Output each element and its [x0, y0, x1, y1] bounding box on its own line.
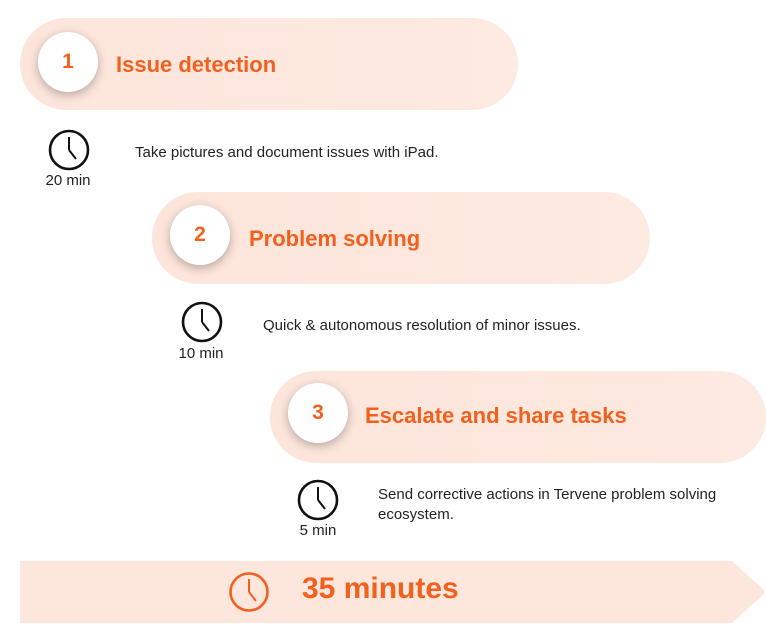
clock-icon [181, 301, 223, 343]
step-2-title: Problem solving [249, 226, 421, 251]
clock-icon [297, 479, 339, 521]
step-3-title: Escalate and share tasks [365, 403, 627, 428]
step-3-description: Send corrective actions in Tervene probl… [378, 486, 717, 523]
step-3-pill [270, 371, 766, 463]
total-banner [20, 561, 766, 623]
step-1-title: Issue detection [116, 52, 277, 77]
step-3-number: 3 [288, 383, 348, 443]
step-2-number: 2 [170, 205, 230, 265]
step-1-number: 1 [38, 32, 98, 92]
step-3-time: 5 min [299, 522, 337, 539]
clock-icon [48, 129, 90, 171]
step-1-pill [20, 18, 518, 110]
step-2-description: Quick & autonomous resolution of minor i… [263, 317, 581, 334]
clock-icon [229, 572, 269, 612]
step-1-time: 20 min [45, 172, 91, 189]
step-1-description: Take pictures and document issues with i… [135, 144, 439, 161]
step-2-time: 10 min [178, 345, 224, 362]
total-duration: 35 minutes [302, 572, 459, 605]
step-2-pill [152, 192, 650, 284]
